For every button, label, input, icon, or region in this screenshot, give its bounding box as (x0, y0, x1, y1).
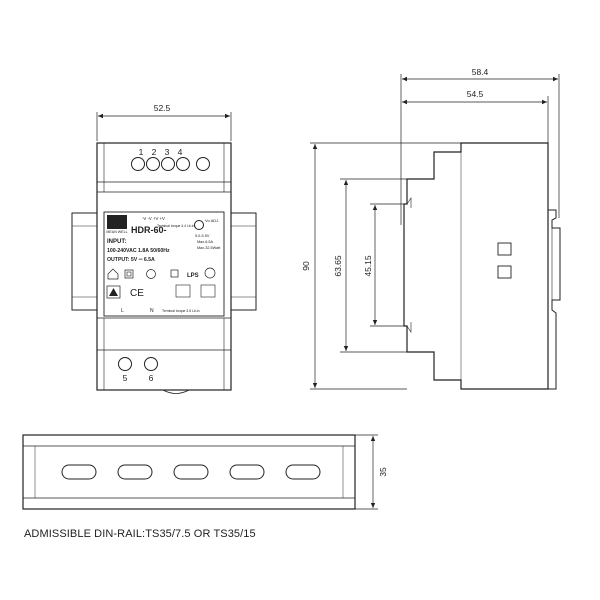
terminal-number-2: 2 (152, 147, 157, 157)
terminal-number-1: 1 (139, 147, 144, 157)
dimension-35: 35 (355, 434, 388, 510)
terminal-block-bottom: 5 6 (118, 357, 158, 383)
input-title: INPUT: (107, 239, 126, 245)
vo-adj-knob (194, 220, 204, 230)
front-view: 52.5 1 2 3 4 (71, 103, 257, 394)
side-window-lower (497, 265, 512, 279)
dimension-45-15: 45.15 (363, 203, 404, 327)
side-view: 58.4 54.5 90 63.65 45.15 (301, 67, 561, 390)
terminal-screw-2 (146, 157, 160, 171)
din-rail-view: 35 (22, 434, 388, 510)
side-window-upper (497, 242, 512, 256)
rail-slot-2 (117, 464, 153, 480)
class-symbol-icon (170, 269, 179, 278)
rail-slot-3 (173, 464, 209, 480)
line-terminal-label: L (121, 308, 124, 314)
dim-label-90: 90 (301, 261, 311, 271)
led-window (196, 157, 210, 171)
brand-logo (107, 215, 127, 229)
output-range: 5.0-5.5V (195, 234, 210, 238)
brand-name: MEAN WELL (106, 230, 127, 234)
dim-label-35: 35 (378, 467, 388, 477)
terminal-number-6: 6 (149, 373, 154, 383)
etl-mark-icon (146, 269, 156, 279)
dim-label-58-4: 58.4 (472, 67, 489, 77)
warning-icon (106, 285, 121, 299)
terminal-screw-6 (144, 357, 158, 371)
rail-slot-4 (229, 464, 265, 480)
pse-mark-icon (204, 267, 216, 279)
dim-label-45-15: 45.15 (363, 255, 373, 277)
din-clip-side (548, 209, 561, 390)
dimension-90: 90 (301, 142, 461, 390)
label-adj-line: -V -V +V +V (142, 216, 165, 221)
vo-adj-label: Vo ADJ. (205, 218, 219, 223)
terminal-screw-3 (161, 157, 175, 171)
dimension-54-5: 54.5 (402, 89, 549, 143)
dimension-52-5: 52.5 (96, 103, 232, 141)
terminal-screw-1 (131, 157, 145, 171)
model-name: HDR-60- (131, 225, 167, 235)
svg-text:MW: MW (113, 220, 122, 226)
rcm-mark-icon (200, 284, 216, 298)
neutral-terminal-label: N (150, 308, 154, 314)
din-clip-tab (162, 389, 190, 394)
house-icon (107, 268, 119, 280)
dim-label-63-65: 63.65 (333, 255, 343, 277)
terminal-screw-5 (118, 357, 132, 371)
lps-mark: LPS (187, 273, 199, 279)
terminal-screw-4 (176, 157, 190, 171)
output-spec: OUTPUT: 5V ═ 6.5A (107, 257, 155, 263)
output-max-current: Max.6.5A (197, 240, 214, 244)
terminal-block-top: 1 2 3 4 (131, 147, 210, 171)
torque-top-note: Terminal torque 4.4 Lb-in (157, 224, 195, 228)
input-spec: 100-240VAC 1.8A 50/60Hz (107, 248, 170, 254)
din-rail-body (22, 434, 356, 510)
rail-slot-5 (285, 464, 321, 480)
dim-label-54-5: 54.5 (467, 89, 484, 99)
rail-slot-1 (61, 464, 97, 480)
class-ii-icon (124, 269, 134, 279)
terminal-number-5: 5 (123, 373, 128, 383)
din-rail-caption: ADMISSIBLE DIN-RAIL:TS35/7.5 OR TS35/15 (24, 528, 256, 540)
output-max-power: Max.32.5Watt (197, 246, 221, 250)
terminal-number-4: 4 (178, 147, 183, 157)
side-profile-outline (403, 142, 549, 390)
ul-mark-icon (175, 284, 191, 298)
ce-mark: CE (130, 288, 144, 299)
dimension-58-4: 58.4 (400, 67, 560, 225)
torque-bottom-note: Terminal torque 3.5 Lb-in (162, 309, 200, 313)
front-label: MW MEAN WELL -V -V +V +V HDR-60- Vo ADJ.… (103, 211, 225, 317)
terminal-number-3: 3 (165, 147, 170, 157)
dim-label-52-5: 52.5 (154, 103, 171, 113)
